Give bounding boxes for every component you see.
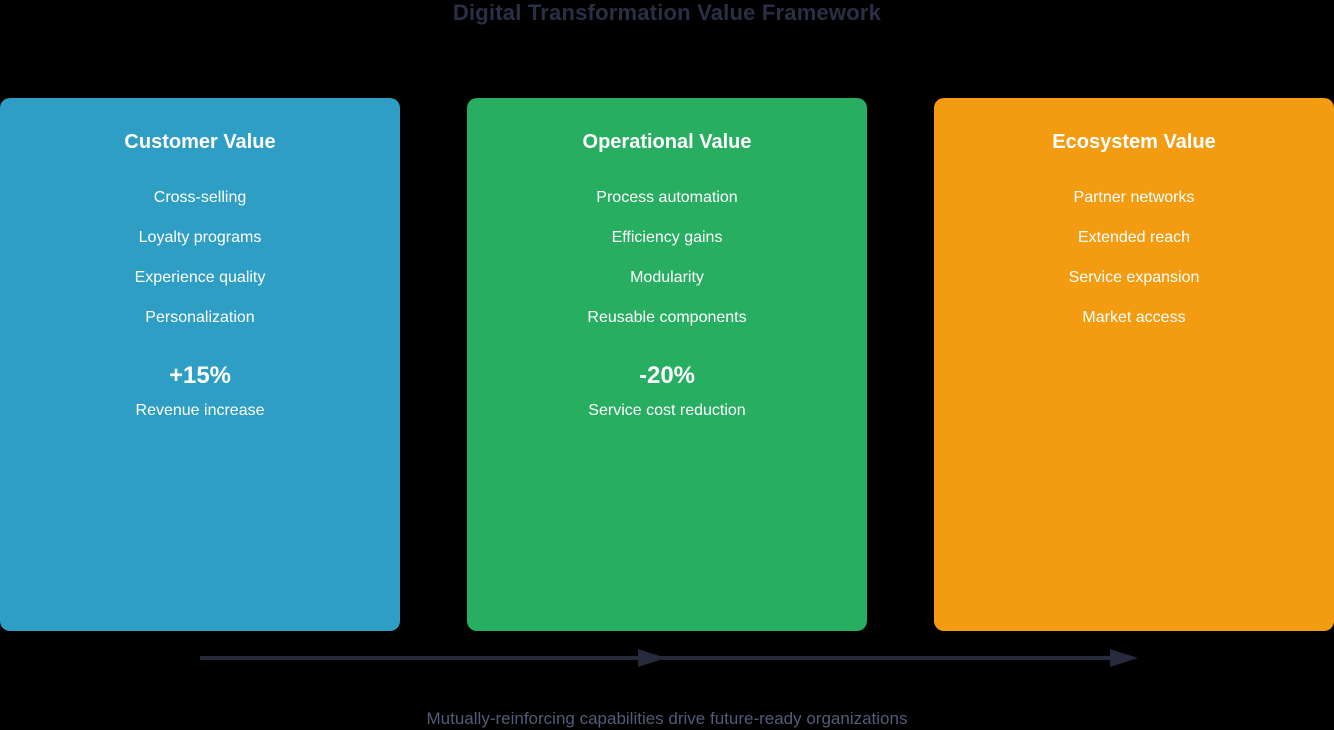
metric-label: Revenue increase: [135, 402, 265, 419]
metric-value: -20%: [638, 362, 696, 389]
card-item: Cross-selling: [153, 189, 247, 206]
operational-value-card: Operational Value Process automation Eff…: [467, 98, 867, 631]
card-item: Extended reach: [1077, 229, 1191, 246]
metric-value: +15%: [168, 362, 232, 389]
card-item: Experience quality: [134, 269, 266, 286]
metric-label: Service cost reduction: [588, 402, 746, 419]
ecosystem-value-card: Ecosystem Value Partner networks Extende…: [934, 98, 1334, 631]
card-item: Process automation: [596, 189, 738, 206]
card-title: Customer Value: [124, 131, 276, 153]
card-item: Modularity: [630, 269, 704, 286]
card-item: Loyalty programs: [138, 229, 262, 246]
card-item: Market access: [1082, 309, 1186, 326]
card-title: Operational Value: [582, 131, 752, 153]
card-item: Efficiency gains: [611, 229, 723, 246]
diagram-title: Digital Transformation Value Framework: [452, 0, 882, 25]
card-title: Ecosystem Value: [1052, 131, 1216, 153]
card-item: Reusable components: [587, 309, 747, 326]
card-item: Service expansion: [1068, 269, 1200, 286]
arrowhead-icon: [1110, 649, 1138, 667]
customer-value-card: Customer Value Cross-selling Loyalty pro…: [0, 98, 400, 631]
card-item: Partner networks: [1073, 189, 1195, 206]
diagram-caption: Mutually-reinforcing capabilities drive …: [426, 709, 908, 728]
card-item: Personalization: [145, 309, 255, 326]
arrowhead-icon: [638, 649, 666, 667]
